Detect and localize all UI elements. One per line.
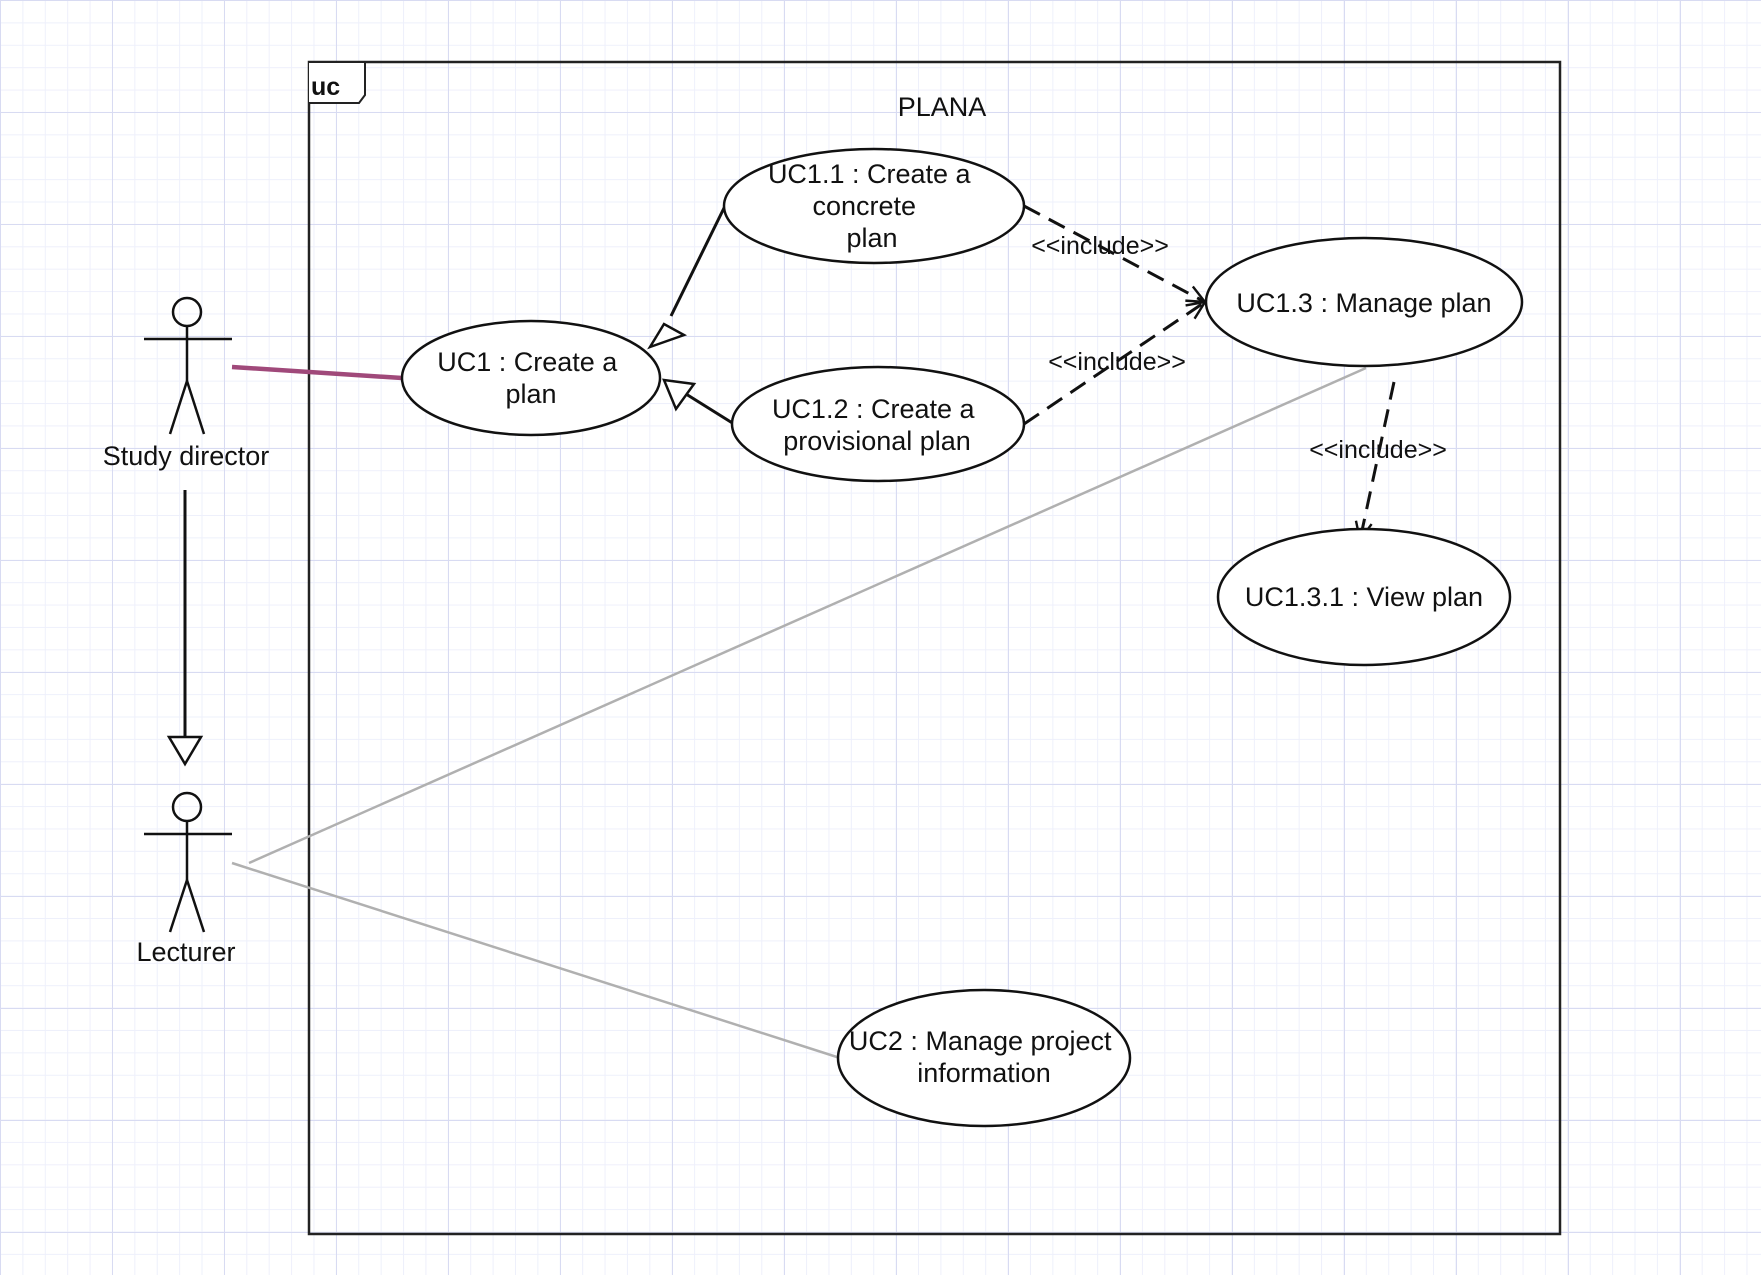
- use-case-label: UC1 : Create a plan: [437, 347, 625, 409]
- use-case-label: UC1.1 : Create a concrete plan: [768, 159, 978, 253]
- use-case-uc2[interactable]: UC2 : Manage project information: [836, 988, 1132, 1128]
- use-case-uc1-1[interactable]: UC1.1 : Create a concrete plan: [722, 147, 1026, 265]
- use-case-uc1-3[interactable]: UC1.3 : Manage plan: [1204, 236, 1524, 368]
- actor-generalization: [166, 490, 204, 767]
- stick-figure-icon: [144, 296, 232, 435]
- include-uc1-3-to-uc1-3-1: <<include>>: [1309, 381, 1447, 540]
- actor-label: Study director: [103, 441, 270, 471]
- association-study-director-uc1: [231, 364, 403, 381]
- association-lecturer-uc1-3: [248, 366, 1367, 865]
- actor-study-director[interactable]: Study director: [103, 296, 270, 471]
- use-case-label: UC2 : Manage project information: [849, 1026, 1119, 1088]
- use-case-label: UC1.3 : Manage plan: [1236, 288, 1491, 318]
- use-case-uc1-2[interactable]: UC1.2 : Create a provisional plan: [730, 365, 1026, 483]
- stick-figure-icon: [144, 791, 232, 933]
- generalization-uc1-2-to-uc1: [662, 378, 735, 426]
- include-label: <<include>>: [1309, 436, 1447, 464]
- actor-label: Lecturer: [136, 937, 235, 967]
- actor-lecturer[interactable]: Lecturer: [136, 791, 236, 967]
- system-boundary: uc PLANA: [307, 60, 1562, 1236]
- association-lecturer-uc2: [231, 861, 841, 1060]
- use-case-uc1-3-1[interactable]: UC1.3.1 : View plan: [1216, 527, 1512, 667]
- use-case-uc1[interactable]: UC1 : Create a plan: [400, 319, 662, 437]
- include-uc1-1-to-uc1-3: <<include>>: [1023, 204, 1205, 302]
- include-uc1-2-to-uc1-3: <<include>>: [1023, 302, 1205, 426]
- use-case-label: UC1.3.1 : View plan: [1245, 582, 1483, 612]
- include-label: <<include>>: [1048, 348, 1186, 376]
- generalization-uc1-1-to-uc1: [647, 205, 727, 350]
- include-label: <<include>>: [1031, 232, 1169, 260]
- system-title: PLANA: [898, 92, 987, 122]
- use-case-label: UC1.2 : Create a provisional plan: [772, 394, 982, 456]
- frame-tag: uc: [311, 73, 340, 101]
